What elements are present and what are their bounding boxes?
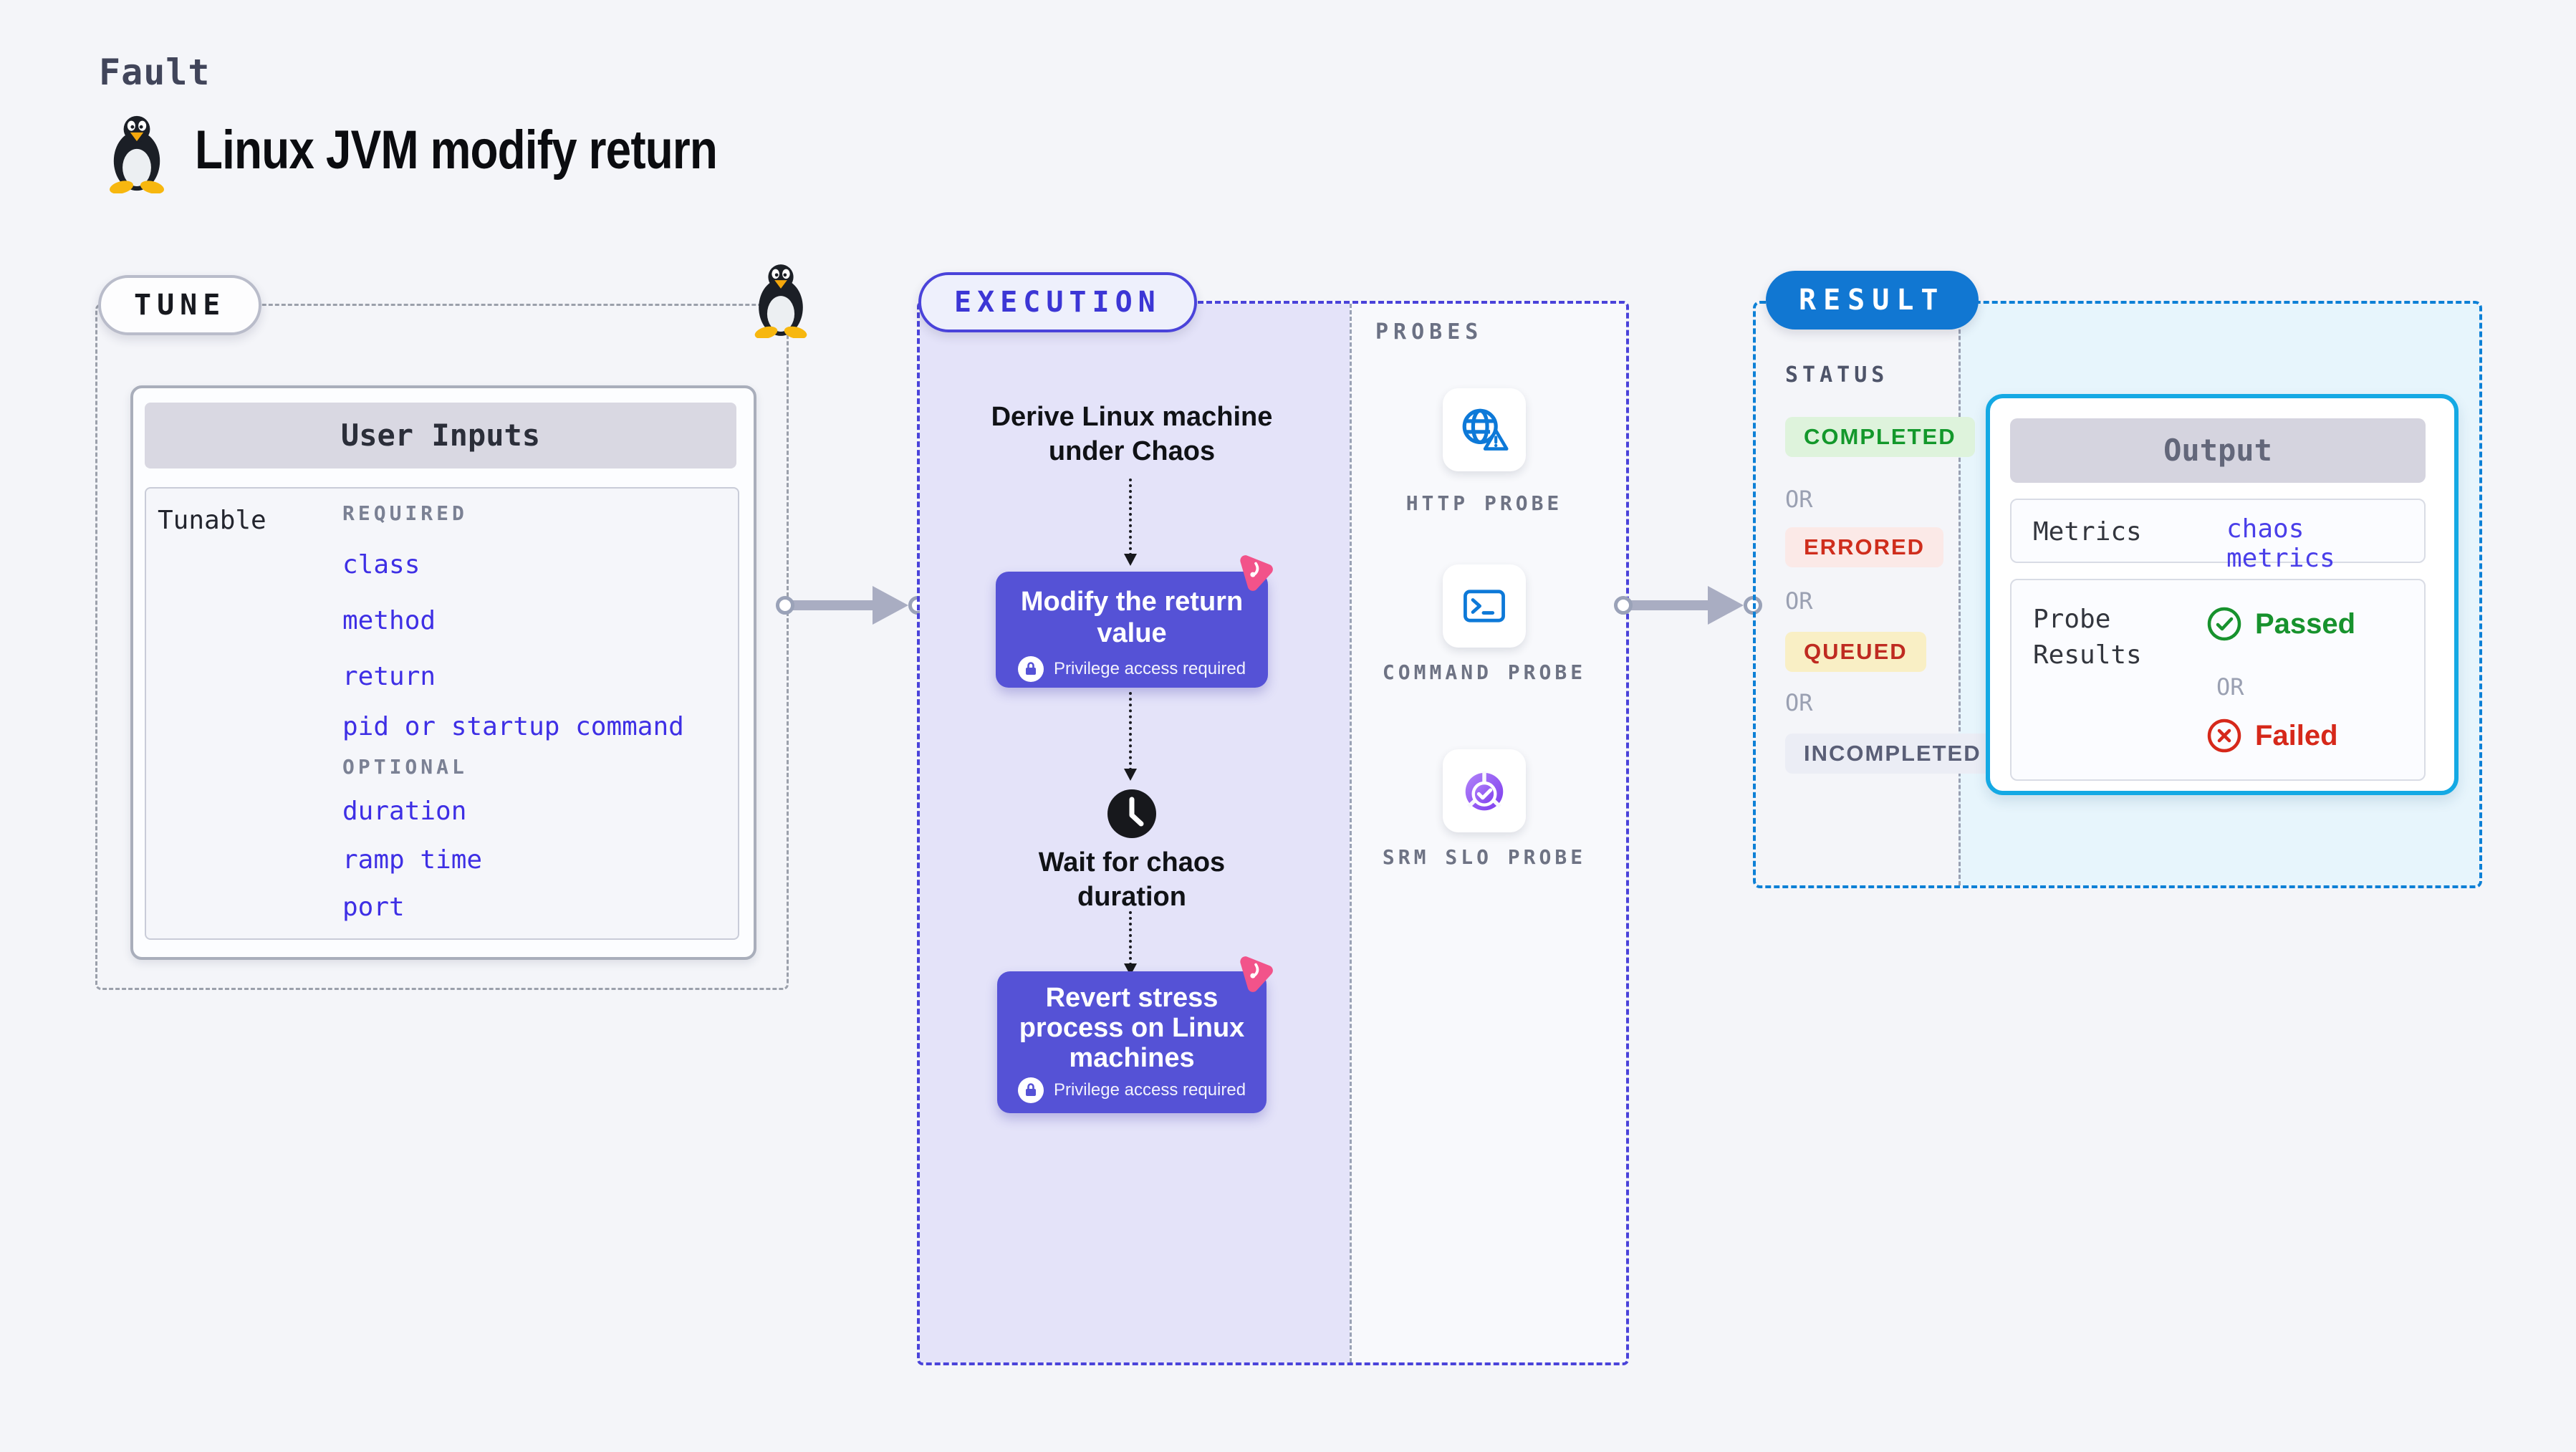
probe-results-label: Probe Results (2033, 605, 2142, 670)
execution-section-pill: EXECUTION (918, 272, 1197, 332)
tunable-link-return[interactable]: return (342, 662, 436, 691)
user-inputs-body (145, 487, 739, 940)
flow-arrow-1 (1124, 479, 1137, 566)
x-circle-icon (2207, 718, 2241, 753)
status-badge-queued: QUEUED (1785, 632, 1926, 672)
status-or-3: OR (1785, 689, 1813, 716)
metrics-value-link[interactable]: chaos metrics (2226, 514, 2335, 573)
tunable-link-method[interactable]: method (342, 606, 436, 635)
tux-penguin-corner-icon (754, 264, 807, 338)
failed-label: Failed (2255, 719, 2338, 751)
tune-to-execution-line (792, 600, 877, 610)
execution-to-result-line (1630, 600, 1711, 610)
status-or-2: OR (1785, 587, 1813, 615)
tune-to-execution-arrowhead (873, 586, 908, 625)
clock-icon (1107, 789, 1156, 838)
status-badge-completed: COMPLETED (1785, 417, 1975, 457)
probe-result-passed: Passed (2206, 606, 2355, 642)
check-circle-icon (2207, 607, 2241, 641)
wait-step-label: Wait for chaos duration (1038, 847, 1226, 912)
page-title: Linux JVM modify return (195, 120, 718, 181)
lock-icon (1017, 656, 1044, 682)
tune-section-pill: TUNE (98, 275, 262, 335)
probes-column-label: PROBES (1375, 319, 1484, 345)
optional-section-label: OPTIONAL (342, 755, 468, 779)
output-card: Output Metrics chaos metrics Probe Resul… (1986, 394, 2459, 795)
output-card-header: Output (2010, 418, 2426, 483)
http-probe-card (1443, 388, 1526, 471)
status-or-1: OR (1785, 486, 1813, 513)
tunable-link-pid[interactable]: pid or startup command (342, 712, 684, 741)
flow-arrow-2 (1124, 692, 1137, 781)
lock-icon (1017, 1077, 1044, 1103)
status-badge-incompleted: INCOMPLETED (1785, 734, 2000, 774)
probes-region (1350, 304, 1626, 1362)
tux-penguin-icon (110, 115, 164, 193)
tunable-link-ramp-time[interactable]: ramp time (342, 845, 483, 875)
tunable-link-duration[interactable]: duration (342, 797, 467, 826)
tunable-link-port[interactable]: port (342, 893, 405, 922)
tune-output-port-dot (776, 596, 794, 615)
tune-section-box (95, 304, 789, 990)
http-probe-label: HTTP PROBE (1405, 491, 1563, 515)
chaos-fault-pink-icon (1240, 555, 1273, 591)
srm-slo-probe-label: SRM SLO PROBE (1382, 845, 1587, 869)
revert-privilege-note: Privilege access required (1053, 1080, 1246, 1100)
srm-slo-probe-card (1443, 749, 1526, 832)
execution-to-result-arrowhead (1708, 586, 1744, 625)
command-probe-label: COMMAND PROBE (1382, 660, 1587, 684)
required-section-label: REQUIRED (342, 501, 468, 525)
modify-privilege-note: Privilege access required (1053, 659, 1246, 678)
fault-kicker: Fault (99, 52, 211, 93)
tunable-label: Tunable (158, 506, 266, 535)
tunable-link-class[interactable]: class (342, 550, 420, 580)
probe-result-failed: Failed (2206, 718, 2338, 754)
probe-results-row: Probe Results Passed OR Failed (2010, 579, 2426, 781)
metrics-row: Metrics chaos metrics (2010, 499, 2426, 573)
command-probe-card (1443, 564, 1526, 648)
metrics-label: Metrics (2033, 517, 2142, 547)
modify-return-title: Modify the return value (1020, 587, 1244, 648)
status-badge-errored: ERRORED (1785, 527, 1944, 567)
execution-output-port-dot (1614, 596, 1633, 615)
terminal-icon (1464, 590, 1505, 622)
result-section-pill: RESULT (1766, 271, 1979, 330)
probe-result-or: OR (2216, 673, 2244, 701)
revert-stress-node: Revert stress process on Linux machines … (997, 971, 1267, 1113)
revert-stress-title: Revert stress process on Linux machines (1019, 983, 1245, 1073)
flow-arrow-3 (1124, 911, 1137, 976)
modify-return-node: Modify the return value Privilege access… (996, 572, 1268, 688)
slo-donut-check-icon (1465, 771, 1504, 811)
status-column-label: STATUS (1785, 362, 1889, 388)
chaos-fault-pink-icon (1240, 956, 1273, 992)
globe-warning-icon (1462, 408, 1509, 451)
passed-label: Passed (2255, 607, 2356, 640)
user-inputs-header: User Inputs (145, 403, 736, 468)
derive-step-label: Derive Linux machine under Chaos (991, 402, 1273, 466)
